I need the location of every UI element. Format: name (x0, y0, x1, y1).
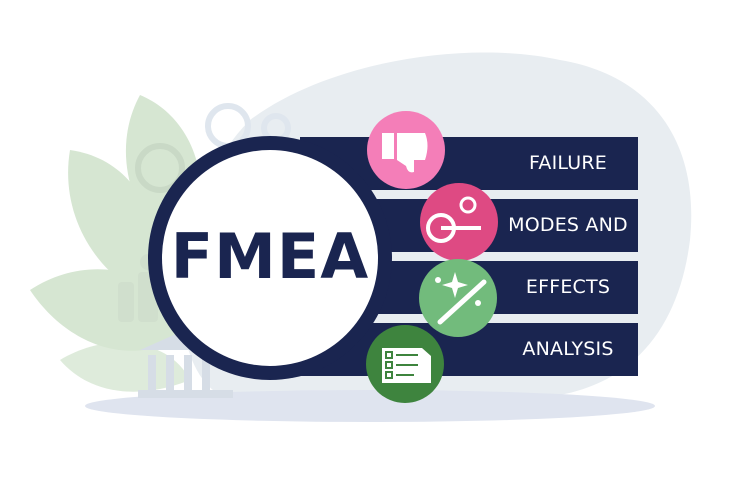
magnifier-icon (135, 143, 185, 193)
thumbs-down-icon (367, 111, 445, 189)
row-label-modes: MODES AND (508, 214, 628, 236)
magic-wand-icon (419, 259, 497, 337)
row-label-failure: FAILURE (529, 152, 607, 174)
checklist-icon (366, 325, 444, 403)
fmea-circle (162, 150, 378, 366)
gears-wrench-icon (420, 183, 498, 261)
row-label-analysis: ANALYSIS (522, 338, 614, 360)
leaves-icon (30, 95, 201, 392)
fmea-title: FMEA (170, 220, 370, 293)
row-label-effects: EFFECTS (525, 276, 611, 298)
